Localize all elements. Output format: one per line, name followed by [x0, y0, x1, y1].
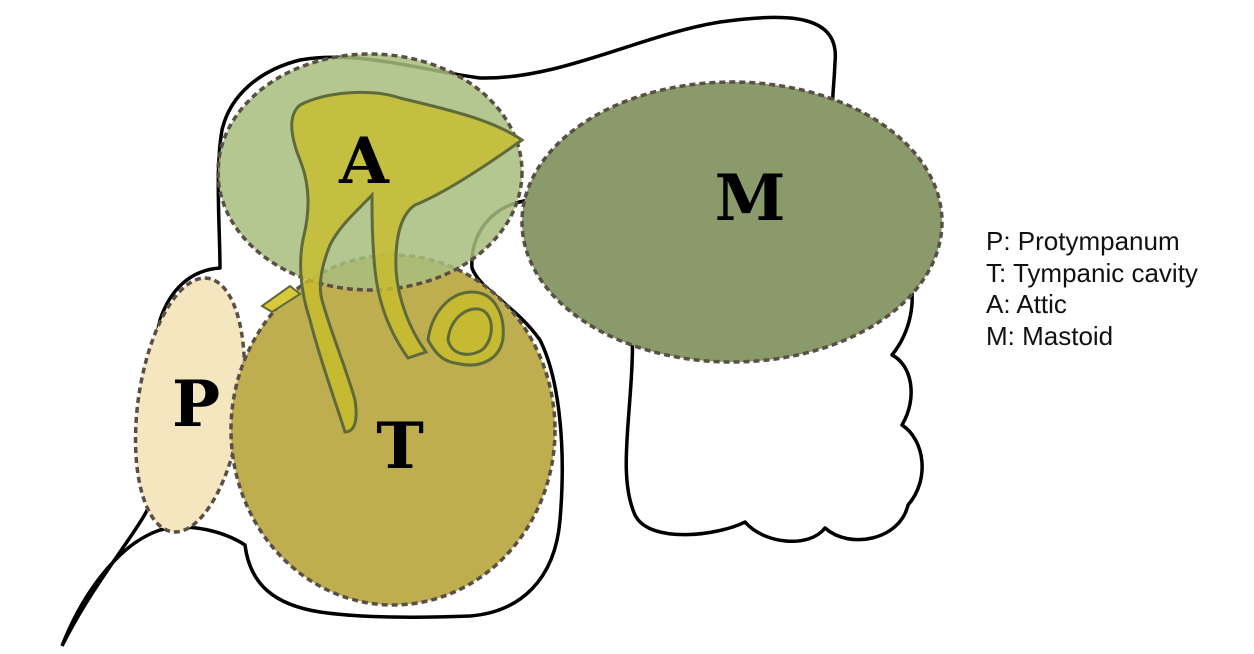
tensor-tympani: [260, 284, 302, 314]
legend: P: Protympanum T: Tympanic cavity A: Att…: [986, 226, 1198, 352]
malleus-incus: [290, 90, 525, 434]
legend-item-tympanic-cavity: T: Tympanic cavity: [986, 257, 1198, 288]
tympanic-letter: T: [376, 409, 424, 484]
legend-item-mastoid: M: Mastoid: [986, 320, 1114, 351]
mastoid-air-cells-outline: [529, 178, 931, 544]
attic-letter: A: [338, 124, 390, 199]
mastoid-region: [520, 80, 944, 364]
mastoid-letter: M: [715, 161, 786, 236]
legend-item-attic: A: Attic: [986, 289, 1067, 319]
legend-item-protympanum: P: Protympanum: [986, 226, 1180, 256]
stapes-footplate: [446, 307, 493, 356]
protympanum-letter: P: [172, 367, 220, 442]
